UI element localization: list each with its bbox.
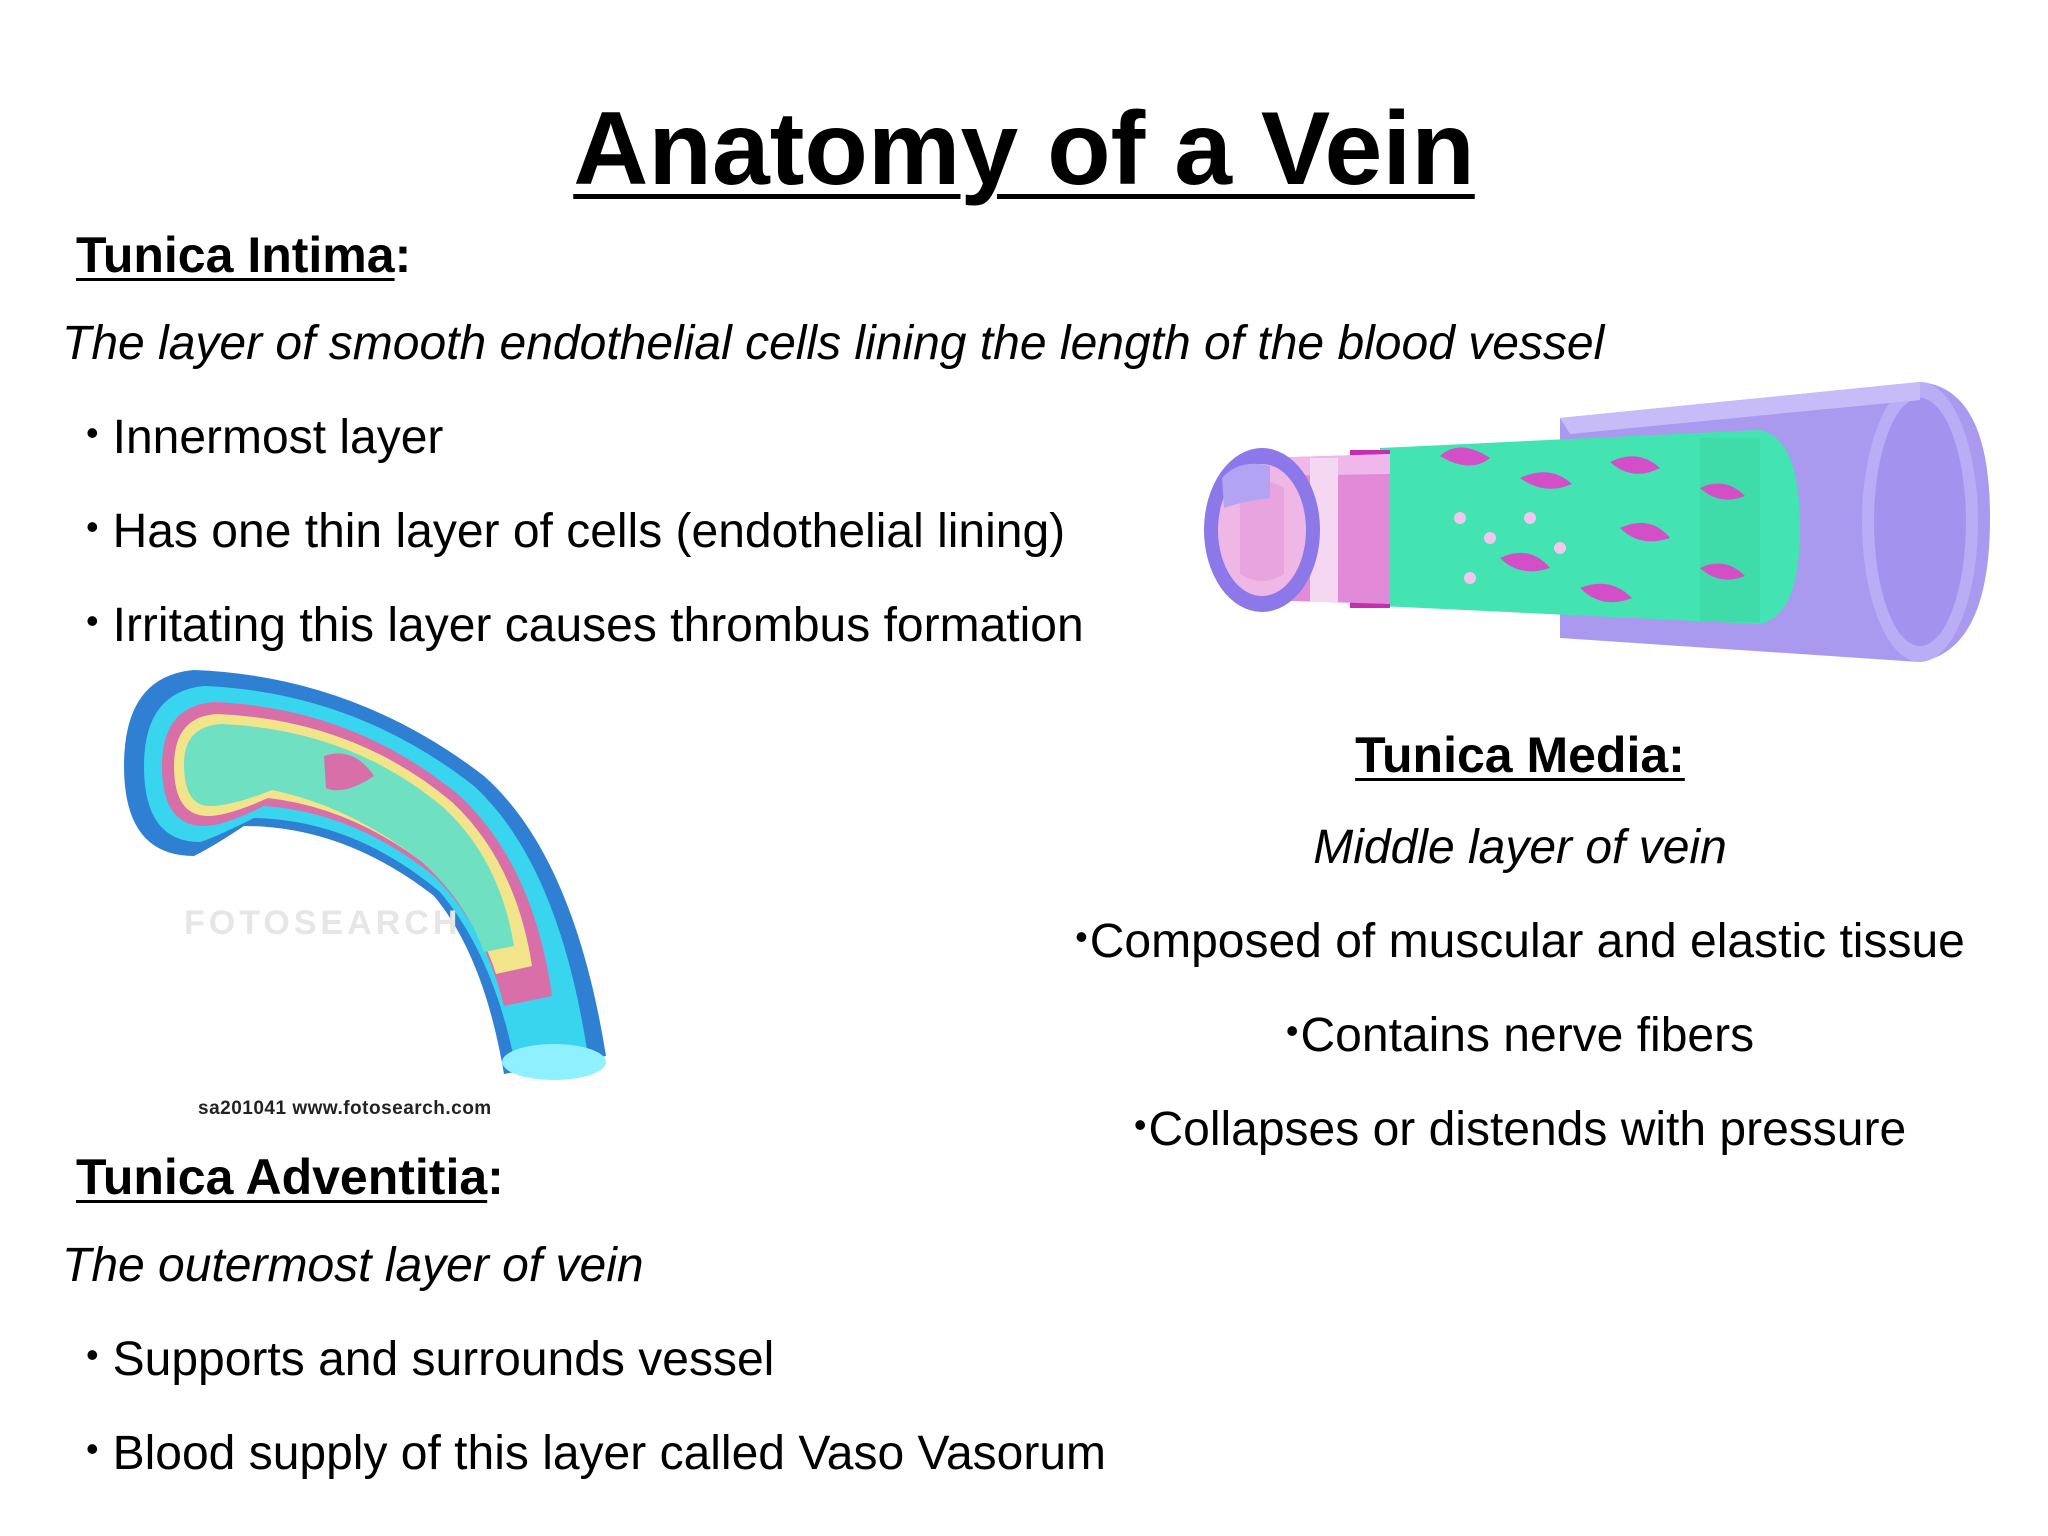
intima-description: The layer of smooth endothelial cells li… [62, 317, 1605, 370]
bullet-dot: • [1133, 1104, 1147, 1145]
adventitia-description: The outermost layer of vein [62, 1239, 644, 1292]
adventitia-heading-colon: : [487, 1149, 504, 1205]
intima-bullet-text: Innermost layer [112, 411, 444, 464]
media-layer [1380, 430, 1800, 624]
media-bullet-text: Composed of muscular and elastic tissue [1089, 915, 1965, 968]
media-bullet: •Contains nerve fibers [1040, 1009, 2000, 1063]
intima-bullet-text: Has one thin layer of cells (endothelial… [112, 505, 1066, 558]
bullet-dot: • [86, 412, 99, 453]
watermark-text: FOTOSEARCH [184, 904, 461, 942]
intima-heading-text: Tunica Intima [76, 227, 395, 283]
intima-bullet: • Irritating this layer causes thrombus f… [86, 599, 1084, 653]
bullet-dot: • [86, 1428, 99, 1469]
media-description: Middle layer of vein [1313, 821, 1727, 874]
lumen-opening [502, 1044, 606, 1080]
adventitia-bullet-text: Supports and surrounds vessel [112, 1333, 775, 1386]
valve-fold [324, 753, 374, 791]
media-bullet-text: Contains nerve fibers [1300, 1009, 1755, 1062]
vein-layers-illustration [1204, 382, 1990, 662]
page-title: Anatomy of a Vein [0, 92, 2048, 206]
adventitia-bullet-text: Blood supply of this layer called Vaso V… [112, 1427, 1107, 1480]
media-bullet: •Composed of muscular and elastic tissue [1040, 915, 2000, 969]
adventitia-bullet: • Blood supply of this layer called Vaso … [86, 1427, 1107, 1481]
media-bullet-text: Collapses or distends with pressure [1148, 1103, 1907, 1156]
intima-heading: Tunica Intima: [76, 228, 411, 283]
bullet-dot: • [86, 600, 99, 641]
inner-lining [184, 724, 514, 952]
bullet-dot: • [1285, 1010, 1299, 1051]
media-heading-text: Tunica Media: [1355, 727, 1685, 783]
curved-vein-illustration: FOTOSEARCH [104, 656, 624, 1096]
adventitia-heading: Tunica Adventitia: [76, 1150, 504, 1205]
page-title-text: Anatomy of a Vein [573, 91, 1475, 207]
intima-heading-colon: : [394, 227, 412, 283]
bullet-dot: • [86, 506, 99, 547]
intima-bullet: • Has one thin layer of cells (endothelia… [86, 505, 1066, 559]
bullet-dot: • [1075, 916, 1088, 957]
bullet-dot: • [86, 1334, 99, 1375]
intima-bullet-text: Irritating this layer causes thrombus fo… [112, 599, 1084, 652]
lumen [1204, 448, 1320, 612]
intima-bullet: • Innermost layer [86, 411, 444, 465]
adventitia-heading-text: Tunica Adventitia [76, 1149, 488, 1205]
adventitia-bullet: • Supports and surrounds vessel [86, 1333, 775, 1387]
media-bullet: •Collapses or distends with pressure [1040, 1103, 2000, 1157]
media-heading: Tunica Media: [1040, 728, 2000, 783]
image-credit: sa201041 www.fotosearch.com [198, 1098, 492, 1119]
